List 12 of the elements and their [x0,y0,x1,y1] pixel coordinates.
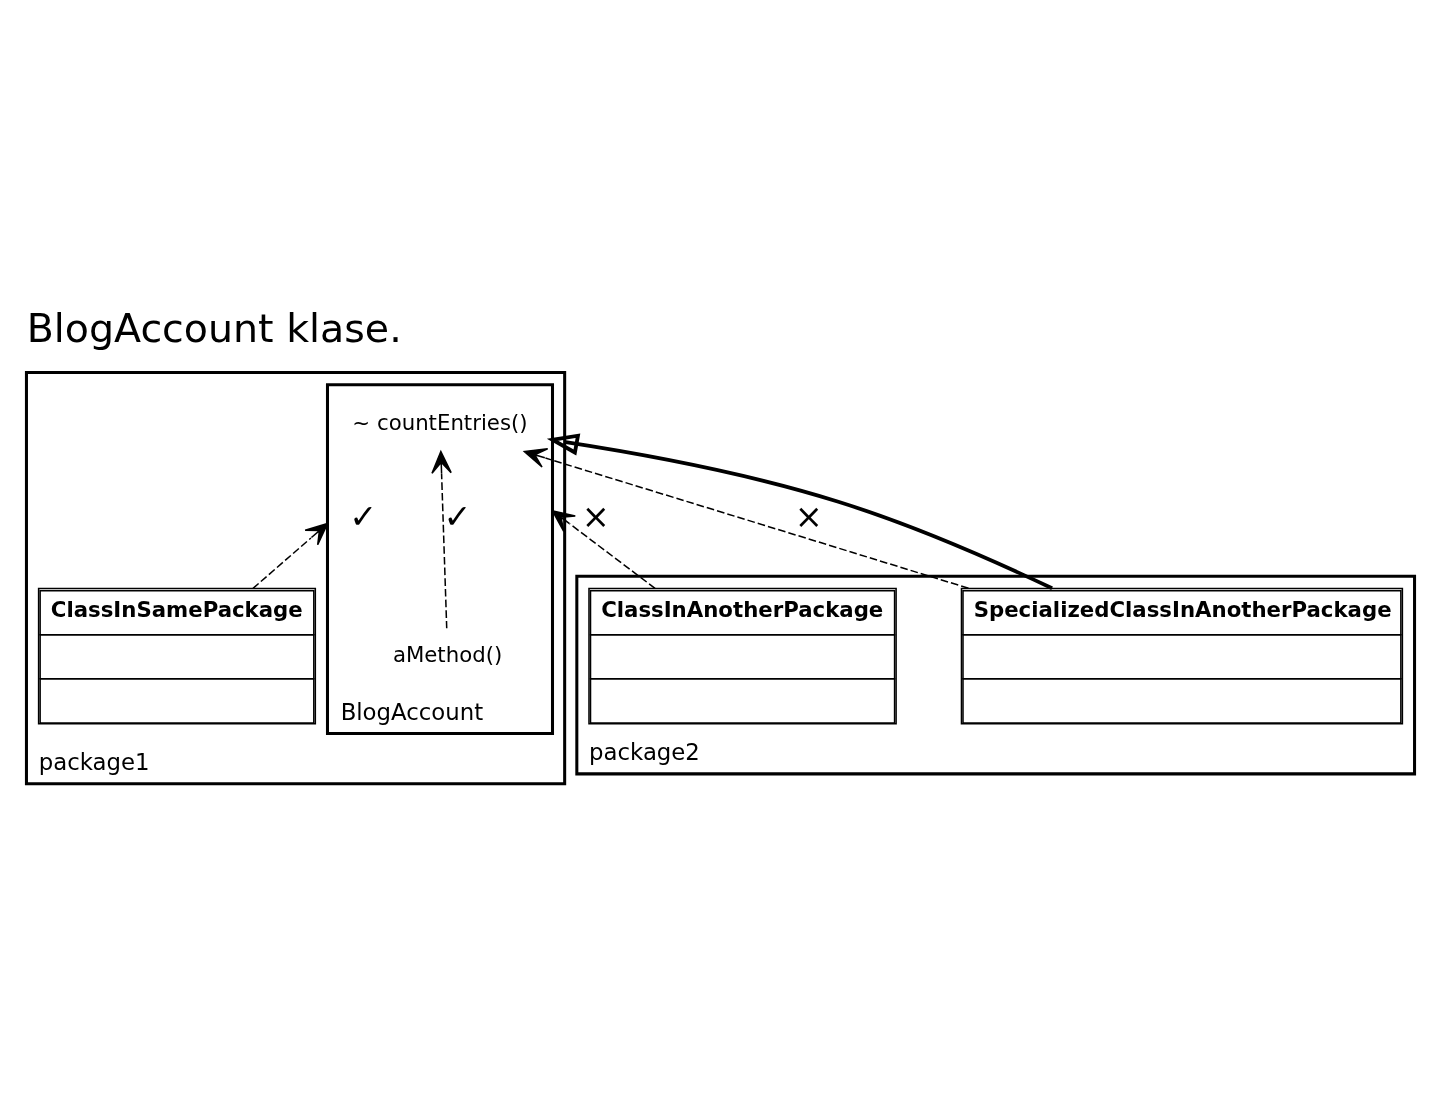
edge-label: ✓ [349,497,378,537]
arrow [431,450,452,630]
node-text: ~ countEntries() [352,409,528,435]
arrow [551,510,656,590]
node-text: aMethod() [392,641,503,667]
arrow [546,433,1053,590]
edge-label: × [581,497,610,537]
arrow [523,447,970,590]
diagram-title: BlogAccount klase. [26,304,402,351]
edge-label: ✓ [443,497,472,537]
arrow [252,522,329,590]
edge-label: × [794,497,823,537]
